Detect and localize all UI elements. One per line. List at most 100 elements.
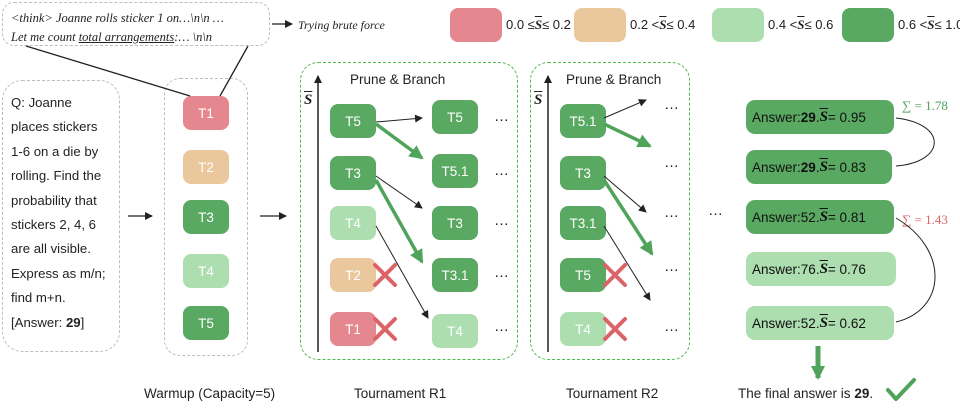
round-1-right-node: T4 [432, 314, 478, 348]
thought-line-2: Let me count total arrangements:… \n\n [11, 28, 261, 47]
answer-value: 29 [800, 109, 816, 125]
axis-label-r2: S [534, 92, 543, 108]
legend-label-symbol: S [927, 17, 935, 32]
close-icon [373, 317, 397, 341]
legend-label-2: 0.2 <S≤ 0.4 [630, 17, 695, 33]
answer-value: 52 [800, 209, 816, 225]
answer-box: Answer: 52. S = 0.62 [746, 306, 894, 340]
answer-value: 52 [800, 315, 816, 331]
legend-label-upper: ≤ 0.6 [804, 17, 834, 32]
legend-label-lower: 0.2 < [630, 17, 660, 32]
question-line: 1-6 on a die by [11, 143, 99, 159]
r1-arrow-t5-t5 [375, 114, 423, 123]
answer-box: Answer: 76. S = 0.76 [746, 252, 896, 286]
round-1-right-node: T3.1 [432, 258, 478, 292]
r2-arrow-t5.1-a [603, 99, 647, 119]
legend-label-symbol: S [659, 17, 667, 32]
thought-line-1: <think> Joanne rolls sticker 1 on…\n\n … [11, 11, 224, 25]
question-answer-prefix: [Answer: [11, 314, 66, 330]
ellipsis-icon: … [664, 258, 680, 275]
round-2-left-node: T4 [560, 312, 606, 346]
ellipsis-icon: … [664, 204, 680, 221]
answer-value: 29 [800, 159, 816, 175]
ellipsis-icon: … [708, 202, 724, 219]
answer-score: = 0.62 [827, 315, 866, 331]
answer-prefix: Answer: [752, 315, 801, 331]
warmup-node: T3 [183, 200, 229, 234]
legend-label-symbol: S [534, 17, 543, 32]
final-answer: The final answer is 29. [738, 386, 873, 401]
score-symbol: S [819, 314, 828, 331]
thought-connector-left [25, 45, 191, 97]
warmup-caption: Warmup (Capacity=5) [144, 386, 276, 401]
legend-swatch-3 [712, 8, 764, 42]
legend-label-upper: ≤ 0.4 [666, 17, 696, 32]
round-1-left-node: T5 [330, 104, 376, 138]
question-line: find m+n. [11, 290, 66, 306]
warmup-node: T1 [183, 96, 229, 130]
r1-arrow-t3-t3.1 [374, 179, 424, 264]
legend-swatch-4 [842, 8, 894, 42]
score-symbol: S [819, 260, 828, 277]
answer-prefix: Answer: [752, 209, 801, 225]
score-symbol: S [819, 208, 828, 225]
round-2-left-node: T3 [560, 156, 606, 190]
warmup-node: T5 [183, 306, 229, 340]
question-line: probability that [11, 192, 97, 208]
score-symbol: S [819, 108, 828, 125]
legend-label-3: 0.4 <S≤ 0.6 [768, 17, 833, 33]
answer-score: = 0.81 [827, 209, 866, 225]
final-answer-prefix: The final answer is [738, 386, 855, 401]
question-box: Q: Joanne places stickers 1-6 on a die by r… [2, 80, 120, 352]
sum-bracket-2 [895, 217, 936, 323]
thought-line-2-underlined: total arrangements [78, 30, 175, 44]
question-line: rolling. Find the [11, 168, 102, 184]
r2-arrow-t5.1-b [603, 122, 652, 148]
sum-label-1: ∑ = 1.78 [902, 98, 948, 113]
brute-force-note: Trying brute force [298, 18, 385, 32]
round-2-left-node: T5.1 [560, 104, 606, 138]
round-box-r1 [300, 62, 518, 360]
answer-box: Answer: 29. S = 0.83 [746, 150, 892, 184]
thought-connector-right [219, 45, 249, 97]
legend-label-lower: 0.0 ≤ [506, 17, 535, 32]
warmup-node: T2 [183, 150, 229, 184]
question-answer-suffix: ] [80, 314, 85, 330]
answer-sep: . [815, 159, 820, 175]
round-1-left-node: T3 [330, 156, 376, 190]
question-line: Q: Joanne [11, 95, 72, 110]
question-answer: [Answer: 29] [11, 311, 113, 335]
answer-prefix: Answer: [752, 109, 801, 125]
round-caption-r2: Tournament R2 [566, 386, 659, 401]
r2-arrow-t3 [603, 175, 647, 213]
question-line: stickers 2, 4, 6 [11, 217, 97, 233]
answer-value: 76 [800, 261, 816, 277]
round-2-left-node: T3.1 [560, 206, 606, 240]
legend-label-symbol: S [797, 17, 805, 32]
round-2-left-node: T5 [560, 258, 606, 292]
legend-label-upper: ≤ 1.0 [934, 17, 960, 32]
round-1-right-node: T3 [432, 206, 478, 240]
score-symbol: S [819, 158, 828, 175]
sum-bracket-1 [895, 117, 935, 167]
answer-sep: . [815, 209, 820, 225]
ellipsis-icon: … [494, 212, 510, 229]
legend-swatch-1 [450, 8, 502, 42]
question-answer-value: 29 [65, 314, 81, 330]
answer-score: = 0.83 [827, 159, 866, 175]
final-answer-suffix: . [869, 386, 874, 401]
ellipsis-icon: … [494, 108, 510, 125]
r1-arrow-t5-t5.1 [374, 122, 424, 160]
answer-sep: . [815, 109, 820, 125]
answer-score: = 0.76 [827, 261, 866, 277]
answer-box: Answer: 29. S = 0.95 [746, 100, 894, 134]
thought-line-2-pre: Let me count [11, 30, 79, 44]
answer-box: Answer: 52. S = 0.81 [746, 200, 894, 234]
question-line: places stickers [11, 119, 98, 135]
axis-label-r1: S [304, 92, 313, 108]
answer-prefix: Answer: [752, 261, 801, 277]
ellipsis-icon: … [664, 318, 680, 335]
ellipsis-icon: … [664, 154, 680, 171]
legend-label-lower: 0.6 < [898, 17, 928, 32]
close-icon [373, 263, 397, 287]
